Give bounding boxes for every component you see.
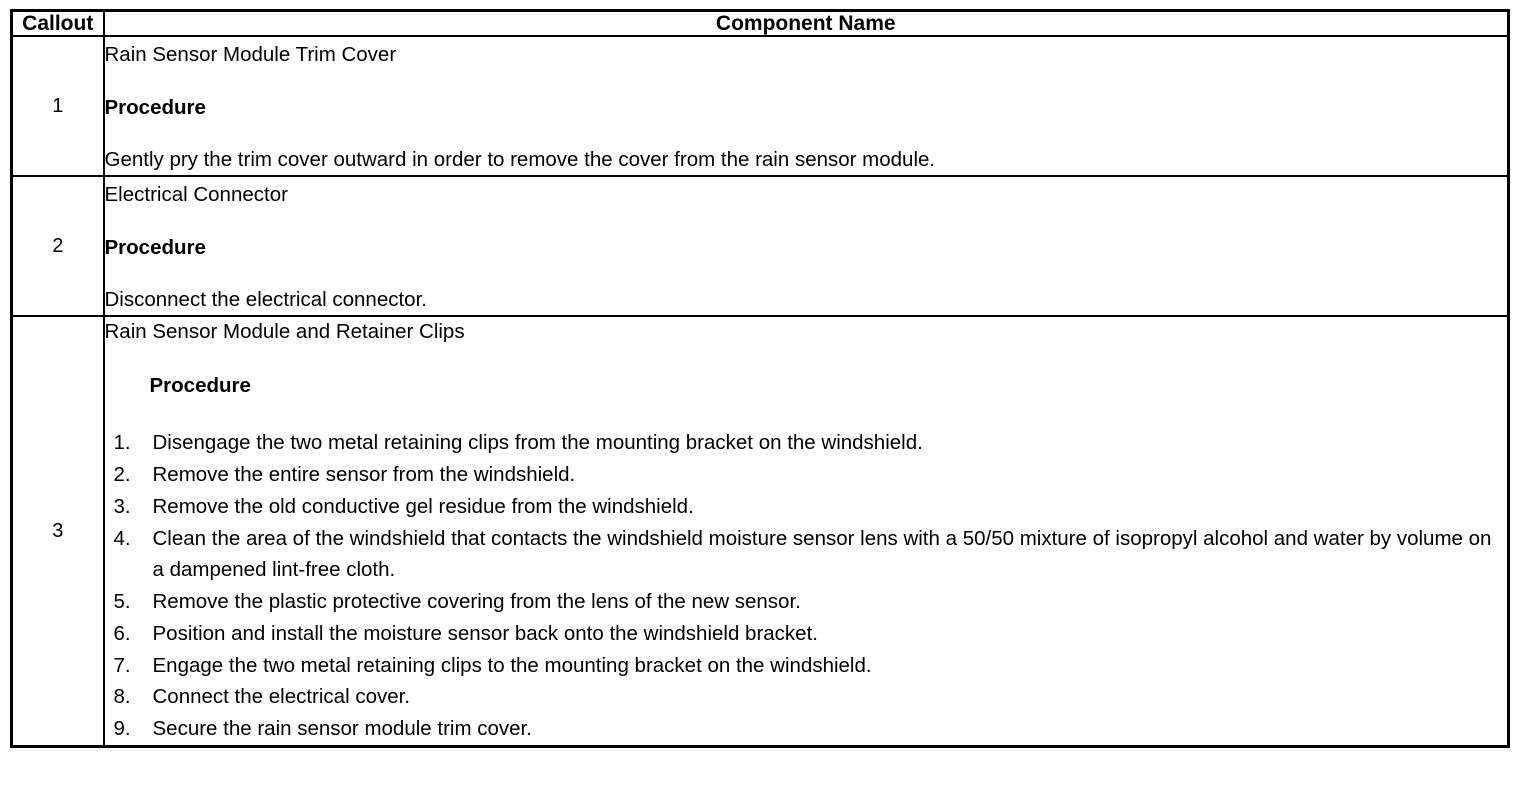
list-item: 9. Secure the rain sensor module trim co… [105, 713, 1508, 745]
column-header-callout: Callout [10, 9, 105, 38]
column-header-component-name: Component Name [102, 9, 1510, 38]
procedure-label: Procedure [104, 235, 206, 259]
step-number: 8. [113, 685, 131, 709]
callout-number: 1 [10, 35, 105, 178]
step-number: 3. [113, 494, 131, 518]
table-row: 2 Electrical Connector Procedure Disconn… [10, 175, 1510, 318]
component-procedure-table: Callout Component Name 1 Rain Sensor Mod… [10, 9, 1510, 748]
step-number: 1. [113, 431, 131, 455]
component-cell: Electrical Connector Procedure Disconnec… [102, 175, 1510, 318]
list-item: 7. Engage the two metal retaining clips … [105, 650, 1508, 682]
step-number: 4. [113, 526, 131, 550]
component-title: Rain Sensor Module and Retainer Clips [104, 320, 465, 344]
procedure-label: Procedure [104, 95, 206, 119]
table-row: 1 Rain Sensor Module Trim Cover Procedur… [10, 35, 1510, 178]
list-item: 4. Clean the area of the windshield that… [105, 523, 1508, 587]
list-item: 1. Disengage the two metal retaining cli… [105, 427, 1508, 459]
component-cell: Rain Sensor Module and Retainer Clips Pr… [102, 315, 1510, 748]
step-text: Remove the old conductive gel residue fr… [152, 494, 694, 518]
list-item: 8. Connect the electrical cover. [105, 681, 1508, 713]
step-text: Disengage the two metal retaining clips … [152, 431, 923, 455]
procedure-label: Procedure [149, 373, 251, 397]
step-text: Engage the two metal retaining clips to … [152, 653, 872, 677]
callout-number: 2 [10, 175, 105, 318]
list-item: 3. Remove the old conductive gel residue… [105, 491, 1508, 523]
step-number: 7. [113, 653, 131, 677]
procedure-text: Gently pry the trim cover outward in ord… [104, 148, 936, 172]
list-item: 6. Position and install the moisture sen… [105, 618, 1508, 650]
table-body: 1 Rain Sensor Module Trim Cover Procedur… [10, 35, 1510, 748]
step-text: Clean the area of the windshield that co… [152, 526, 1492, 582]
callout-number: 3 [10, 315, 105, 748]
step-number: 5. [113, 590, 131, 614]
step-number: 9. [113, 717, 131, 741]
component-title: Rain Sensor Module Trim Cover [104, 43, 397, 67]
step-text: Position and install the moisture sensor… [152, 621, 818, 645]
step-text: Remove the plastic protective covering f… [152, 590, 801, 614]
step-text: Remove the entire sensor from the windsh… [152, 462, 576, 486]
step-text: Connect the electrical cover. [152, 685, 411, 709]
component-cell: Rain Sensor Module Trim Cover Procedure … [102, 35, 1510, 178]
step-text: Secure the rain sensor module trim cover… [152, 717, 532, 741]
component-title: Electrical Connector [104, 183, 288, 207]
table-row: 3 Rain Sensor Module and Retainer Clips … [10, 315, 1510, 748]
procedure-text: Disconnect the electrical connector. [104, 288, 427, 312]
table-header-row: Callout Component Name [10, 9, 1510, 38]
step-number: 6. [113, 621, 131, 645]
step-number: 2. [113, 462, 131, 486]
table-header: Callout Component Name [10, 9, 1510, 38]
list-item: 2. Remove the entire sensor from the win… [105, 459, 1508, 491]
procedure-step-list: 1. Disengage the two metal retaining cli… [105, 397, 1508, 745]
list-item: 5. Remove the plastic protective coverin… [105, 586, 1508, 618]
